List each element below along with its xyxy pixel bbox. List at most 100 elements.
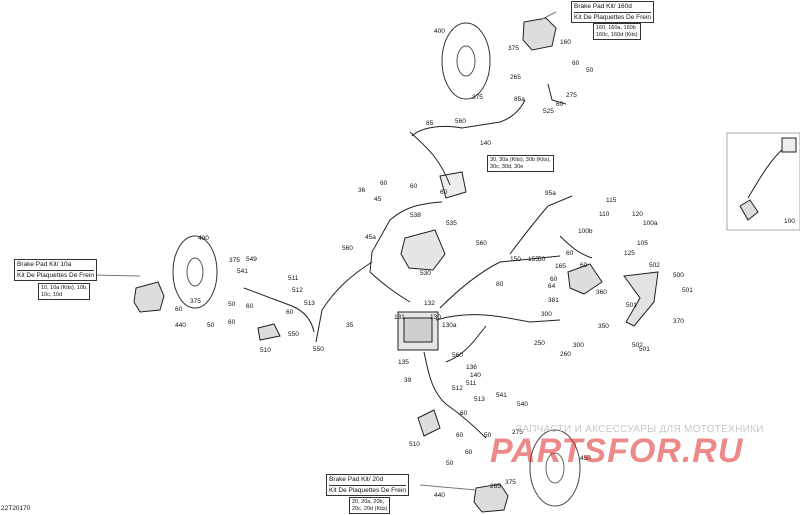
callout-50: 50 <box>484 432 492 439</box>
callout-95a: 95a <box>545 190 556 197</box>
callout-541: 541 <box>237 268 248 275</box>
kit-refs-10a: 10, 10a (Kits), 10b, 10c, 10d <box>38 283 91 300</box>
callout-60: 60 <box>410 183 418 190</box>
kit-title: Brake Pad Kit/ 160d <box>574 3 651 13</box>
callout-60: 60 <box>286 309 294 316</box>
kit-ref-line: 10, 10a (Kits), 10b, <box>41 285 88 291</box>
callout-39: 39 <box>404 377 412 384</box>
callout-250: 250 <box>534 340 545 347</box>
callout-265: 265 <box>490 483 501 490</box>
callout-110: 110 <box>599 211 610 218</box>
brake-line-35 <box>315 261 373 343</box>
ref-line: 30, 30a (Kits), 30b (Kits), <box>490 157 551 163</box>
callout-132: 132 <box>424 300 435 307</box>
callout-535: 535 <box>446 220 457 227</box>
callout-60: 60 <box>556 101 564 108</box>
callout-130a: 130a <box>442 322 457 329</box>
brake-line-top-right <box>547 83 567 105</box>
callout-541: 541 <box>496 392 507 399</box>
callout-131: 131 <box>394 314 405 321</box>
callout-501: 501 <box>626 302 637 309</box>
caliper-bottom <box>473 483 509 513</box>
callout-375: 375 <box>508 45 519 52</box>
callout-549: 549 <box>246 256 257 263</box>
callout-275: 275 <box>512 429 523 436</box>
kit-box-20d: Brake Pad Kit/ 20d Kit De Plaquettes De … <box>326 474 409 496</box>
brake-line-80 <box>439 255 561 309</box>
callout-125: 125 <box>624 250 635 257</box>
callout-136: 136 <box>466 364 477 371</box>
watermark-logo: PARTSFOR.RU <box>490 432 744 470</box>
kit-title: Brake Pad Kit/ 20d <box>329 476 406 486</box>
callout-501: 501 <box>682 287 693 294</box>
kit-ref-line: 160, 160a, 160b <box>596 25 636 31</box>
callout-370: 370 <box>673 318 684 325</box>
callout-502: 502 <box>632 342 643 349</box>
callout-140: 140 <box>480 140 491 147</box>
callout-512: 512 <box>292 287 303 294</box>
callout-35: 35 <box>346 322 354 329</box>
callout-375: 375 <box>472 94 483 101</box>
callout-440: 440 <box>175 322 186 329</box>
callout-360: 360 <box>596 289 607 296</box>
callout-50: 50 <box>538 256 546 263</box>
callout-265: 265 <box>510 74 521 81</box>
kit-box-10a: Brake Pad Kit/ 10a Kit De Plaquettes De … <box>14 259 97 281</box>
callout-115: 115 <box>606 197 617 204</box>
brake-line-left <box>243 287 315 333</box>
callout-375: 375 <box>190 298 201 305</box>
brake-line-100b <box>559 235 593 259</box>
callout-45a: 45a <box>365 234 376 241</box>
callout-375: 375 <box>505 479 516 486</box>
callout-513: 513 <box>474 396 485 403</box>
callout-500: 500 <box>673 272 684 279</box>
callout-45: 45 <box>374 196 382 203</box>
callout-60: 60 <box>566 250 574 257</box>
callout-275: 275 <box>566 92 577 99</box>
inset-frame <box>726 132 800 231</box>
callout-150: 150 <box>510 256 521 263</box>
callout-60: 60 <box>580 262 588 269</box>
ref-line: 30c, 30d, 30e <box>490 163 524 170</box>
callout-80: 80 <box>496 281 504 288</box>
brake-line-45 <box>369 201 443 273</box>
kit-title: Brake Pad Kit/ 10a <box>17 261 94 271</box>
ref-box-30: 30, 30a (Kits), 30b (Kits), 30c, 30d, 30… <box>487 155 554 172</box>
brake-line-85 <box>409 131 451 186</box>
callout-538: 538 <box>410 212 421 219</box>
callout-400: 400 <box>434 28 445 35</box>
callout-60: 60 <box>228 319 236 326</box>
callout-85a: 85a <box>514 96 525 103</box>
caliper-left <box>133 281 165 313</box>
callout-560: 560 <box>452 352 463 359</box>
callout-60: 60 <box>465 449 473 456</box>
callout-512: 512 <box>452 385 463 392</box>
callout-510: 510 <box>260 347 271 354</box>
master-cylinder <box>400 229 446 271</box>
kit-ref-line: 10c, 10d <box>41 291 63 298</box>
callout-64: 64 <box>548 283 556 290</box>
callout-381: 381 <box>548 297 559 304</box>
callout-550: 550 <box>288 331 299 338</box>
document-id: 22T20170 <box>1 505 31 512</box>
callout-540: 540 <box>517 401 528 408</box>
kit-ref-line: 160c, 160d (Kits) <box>596 31 638 38</box>
callout-511: 511 <box>288 275 299 282</box>
callout-300: 300 <box>573 342 584 349</box>
callout-100b: 100b <box>578 228 593 235</box>
callout-510: 510 <box>409 441 420 448</box>
callout-525: 525 <box>543 108 554 115</box>
callout-513: 513 <box>304 300 315 307</box>
callout-560: 560 <box>476 240 487 247</box>
callout-155: 155 <box>528 256 539 263</box>
callout-511: 511 <box>466 380 477 387</box>
callout-560: 560 <box>342 245 353 252</box>
callout-60: 60 <box>380 180 388 187</box>
kit-refs-20d: 20, 20a, 20b, 20c, 20d (Kits) <box>349 497 391 514</box>
brake-line-95a <box>509 195 573 255</box>
brake-disc-left <box>172 235 218 309</box>
caliper-top <box>522 17 557 51</box>
callout-50: 50 <box>446 460 454 467</box>
callout-60: 60 <box>246 303 254 310</box>
